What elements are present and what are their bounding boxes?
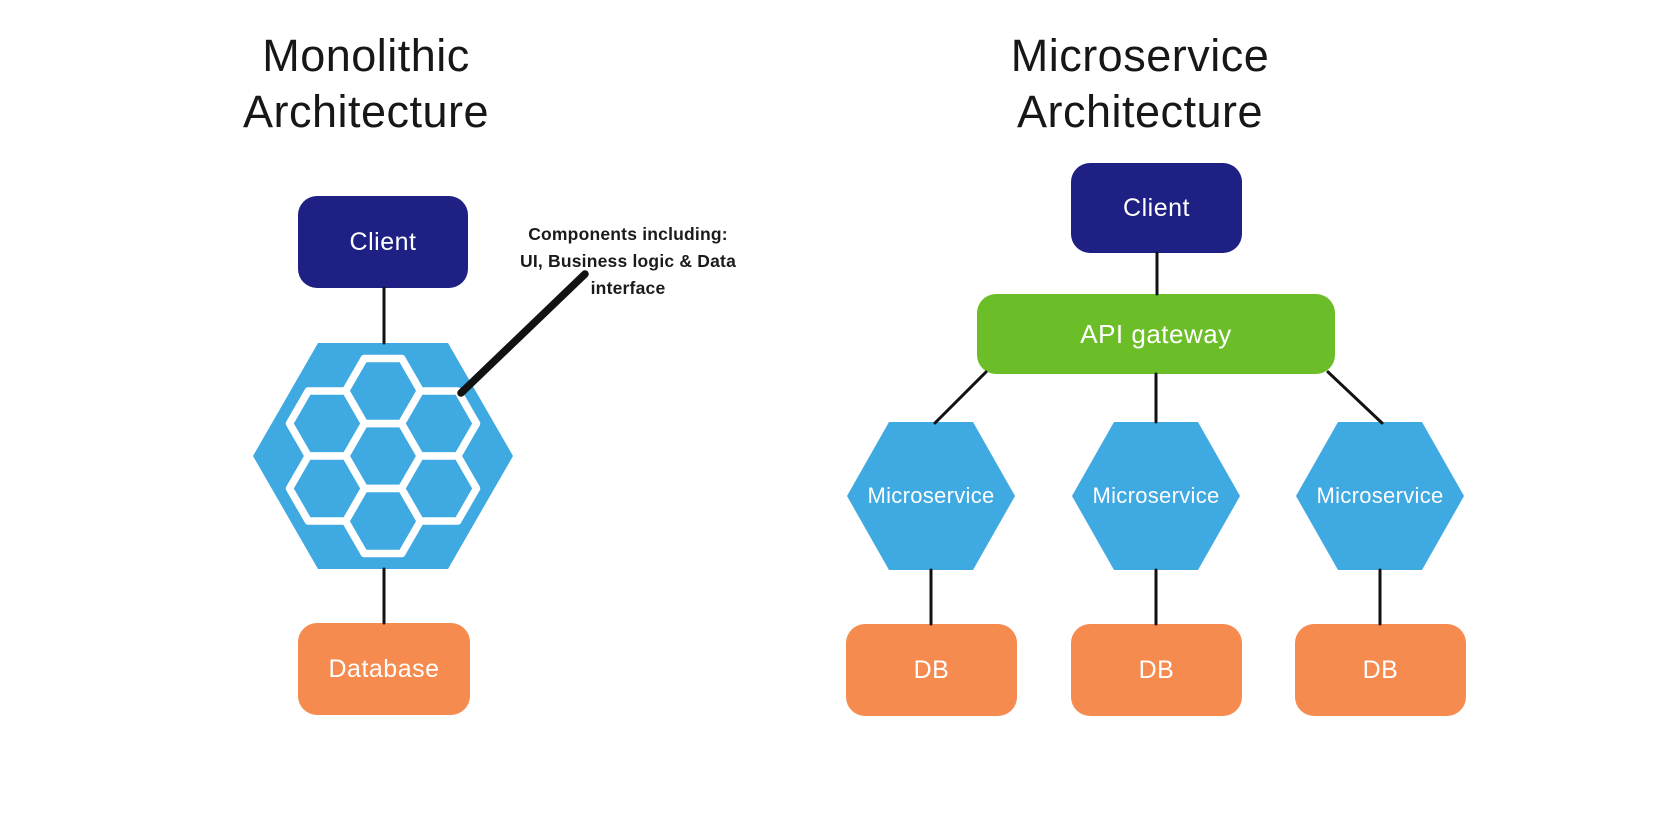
database-node: Database xyxy=(298,623,470,715)
microservice-hexagon-2: Microservice xyxy=(1072,422,1240,570)
annotation-line-2: UI, Business logic & Data xyxy=(519,251,737,271)
db-node-1: DB xyxy=(846,624,1017,716)
microservice-label: Microservice xyxy=(1316,483,1444,508)
microservice-label: Microservice xyxy=(867,483,995,508)
db-node-3: DB xyxy=(1295,624,1466,716)
api-gateway-node: API gateway xyxy=(977,294,1335,374)
client-label: Client xyxy=(349,227,417,256)
microservice-label: Microservice xyxy=(1092,483,1220,508)
page-title-monolithic: Monolithic Architecture xyxy=(242,30,490,137)
connector-gateway-service1 xyxy=(933,370,988,425)
monolith-hexagon xyxy=(253,343,513,569)
client-label: Client xyxy=(1123,193,1190,222)
client-node-microservice: Client xyxy=(1071,163,1242,253)
annotation-line-1: Components including: xyxy=(528,224,728,244)
db-label: DB xyxy=(1138,655,1175,684)
annotation-line-3: interface xyxy=(590,278,666,298)
client-node-monolithic: Client xyxy=(298,196,468,288)
page-title-microservice: Microservice Architecture xyxy=(1010,30,1270,137)
db-node-2: DB xyxy=(1071,624,1242,716)
database-label: Database xyxy=(328,654,440,683)
db-label: DB xyxy=(1362,655,1399,684)
connector-gateway-service3 xyxy=(1326,370,1384,425)
microservice-hexagon-3: Microservice xyxy=(1296,422,1464,570)
db-label: DB xyxy=(913,655,950,684)
annotation-label: Components including: UI, Business logic… xyxy=(498,221,758,302)
honeycomb-icon xyxy=(285,354,481,558)
api-gateway-label: API gateway xyxy=(1080,318,1232,349)
microservice-hexagon-1: Microservice xyxy=(847,422,1015,570)
